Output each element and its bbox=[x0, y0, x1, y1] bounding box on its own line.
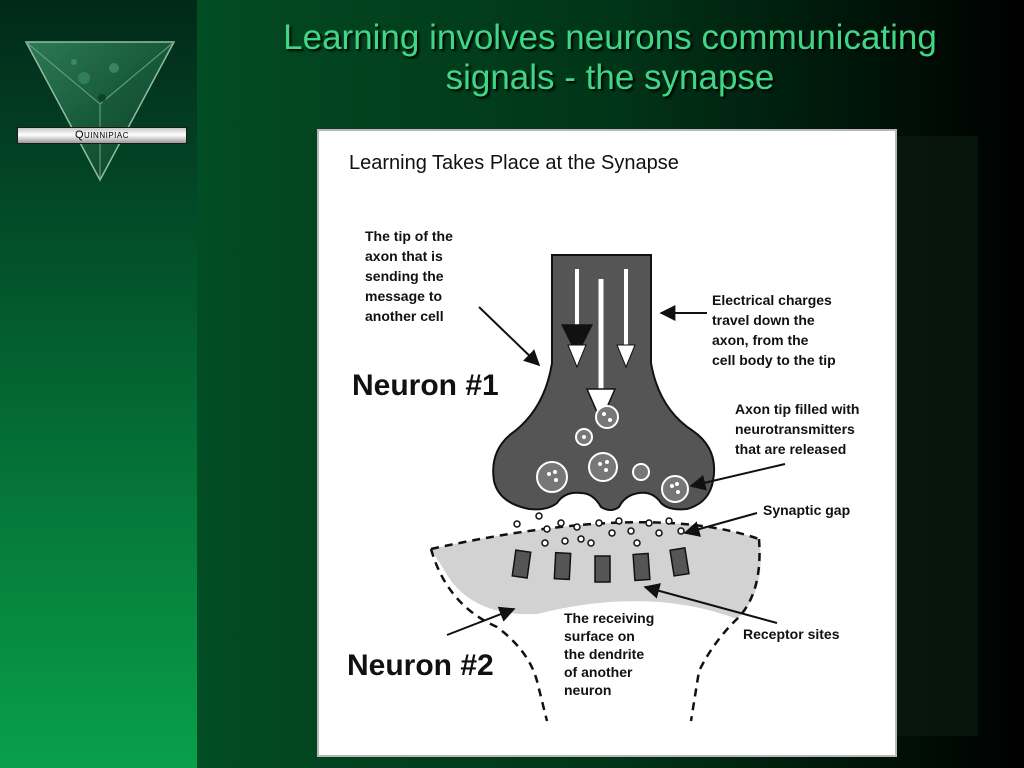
svg-text:Electrical charges: Electrical charges bbox=[712, 292, 832, 308]
svg-text:message to: message to bbox=[365, 288, 442, 304]
svg-text:the dendrite: the dendrite bbox=[564, 646, 644, 662]
receptor-sites-label: Receptor sites bbox=[743, 626, 840, 642]
svg-text:Axon tip filled with: Axon tip filled with bbox=[735, 401, 859, 417]
svg-text:axon that is: axon that is bbox=[365, 248, 443, 264]
title-line-1: Learning involves neurons communicating bbox=[283, 18, 937, 57]
svg-text:surface on: surface on bbox=[564, 628, 635, 644]
receiving-surface-label: The receiving surface on the dendrite of… bbox=[564, 610, 654, 698]
logo-wordmark: Quinnipiac bbox=[17, 127, 187, 144]
synapse-diagram: Learning Takes Place at the Synapse bbox=[317, 129, 897, 757]
quinnipiac-logo: Quinnipiac bbox=[14, 38, 190, 183]
svg-text:cell body to the tip: cell body to the tip bbox=[712, 352, 836, 368]
synaptic-gap-label: Synaptic gap bbox=[763, 502, 850, 518]
slide-title: Learning involves neurons communicating … bbox=[200, 18, 1020, 98]
electrical-charges-label: Electrical charges travel down the axon,… bbox=[712, 292, 836, 368]
neuron-2-label: Neuron #2 bbox=[347, 649, 494, 682]
svg-text:travel down the: travel down the bbox=[712, 312, 815, 328]
axon-tip-label: The tip of the axon that is sending the … bbox=[365, 228, 453, 324]
neuron-1-label: Neuron #1 bbox=[352, 369, 499, 402]
axon-filled-label: Axon tip filled with neurotransmitters t… bbox=[735, 401, 859, 457]
diagram-heading: Learning Takes Place at the Synapse bbox=[349, 152, 679, 174]
receptor-site bbox=[594, 555, 611, 583]
receptor-site bbox=[553, 551, 572, 581]
svg-text:The tip of the: The tip of the bbox=[365, 228, 453, 244]
svg-text:neurotransmitters: neurotransmitters bbox=[735, 421, 855, 437]
svg-text:that are released: that are released bbox=[735, 441, 846, 457]
receptor-site bbox=[511, 549, 532, 579]
svg-text:sending the: sending the bbox=[365, 268, 444, 284]
receptor-site bbox=[669, 547, 690, 577]
title-line-2: signals - the synapse bbox=[445, 58, 775, 97]
released-neurotransmitters bbox=[513, 512, 685, 547]
svg-text:of another: of another bbox=[564, 664, 633, 680]
receptor-site bbox=[632, 552, 651, 582]
axon-terminal bbox=[492, 254, 715, 511]
svg-text:axon, from the: axon, from the bbox=[712, 332, 809, 348]
neurotransmitter-vesicles bbox=[536, 405, 689, 503]
svg-text:neuron: neuron bbox=[564, 682, 611, 698]
svg-text:another cell: another cell bbox=[365, 308, 444, 324]
svg-text:The receiving: The receiving bbox=[564, 610, 654, 626]
